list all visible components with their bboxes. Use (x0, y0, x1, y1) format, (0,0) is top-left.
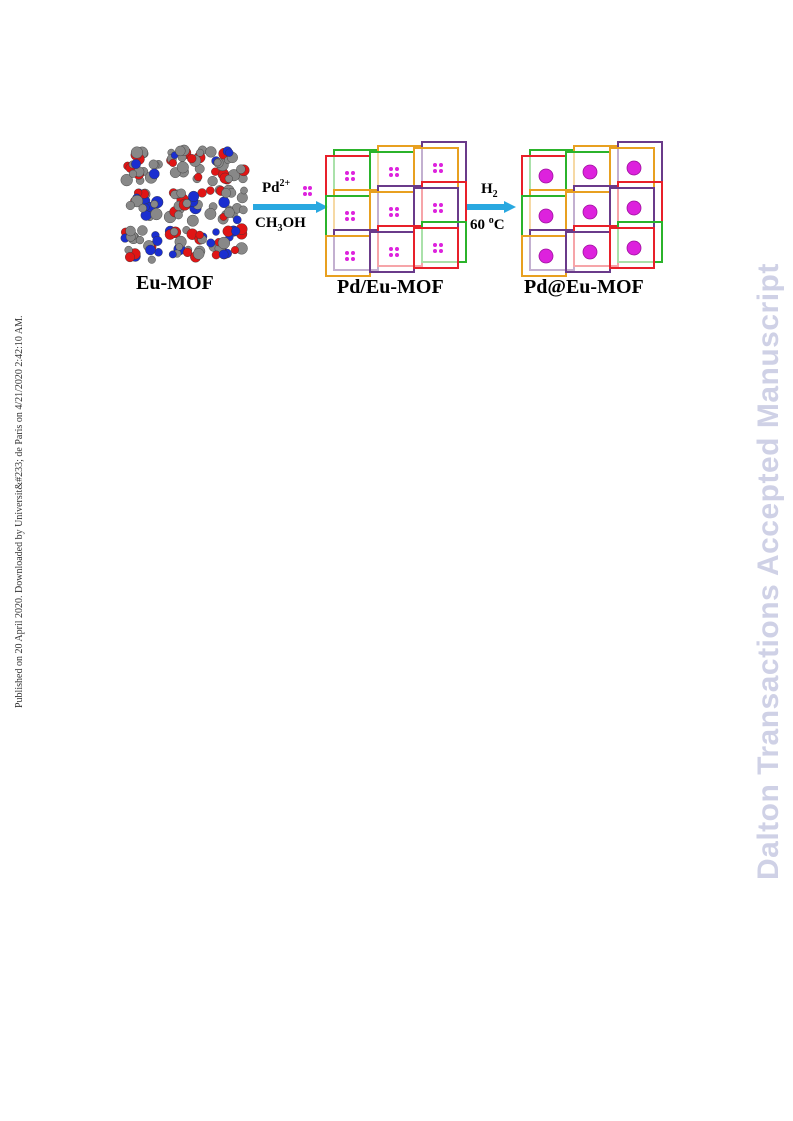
eu-mof-structure (120, 144, 250, 264)
pd-eu-mof-framework (325, 141, 467, 277)
pd-at-eu-mof-framework (521, 141, 663, 277)
scheme-graphics (120, 141, 663, 277)
reaction-scheme-figure: Eu-MOF Pd/Eu-MOF Pd@Eu-MOF Pd2+ CH3OH H2… (0, 0, 793, 320)
journal-watermark: Dalton Transactions Accepted Manuscript (752, 263, 785, 880)
step2-temperature: 60 oC (470, 215, 505, 233)
reaction-arrow-2 (465, 201, 516, 213)
step1-reagent: Pd2+ (262, 178, 291, 196)
step2-gas: H2 (481, 181, 498, 200)
publication-side-note: Published on 20 April 2020. Downloaded b… (14, 315, 25, 709)
step1-solvent: CH3OH (255, 215, 306, 234)
reaction-arrow-1 (253, 201, 328, 213)
eu-mof-label: Eu-MOF (136, 272, 214, 294)
pd-at-eu-mof-label: Pd@Eu-MOF (524, 276, 644, 298)
pd-eu-mof-label: Pd/Eu-MOF (337, 276, 444, 298)
pd-ion-icon (303, 186, 312, 196)
